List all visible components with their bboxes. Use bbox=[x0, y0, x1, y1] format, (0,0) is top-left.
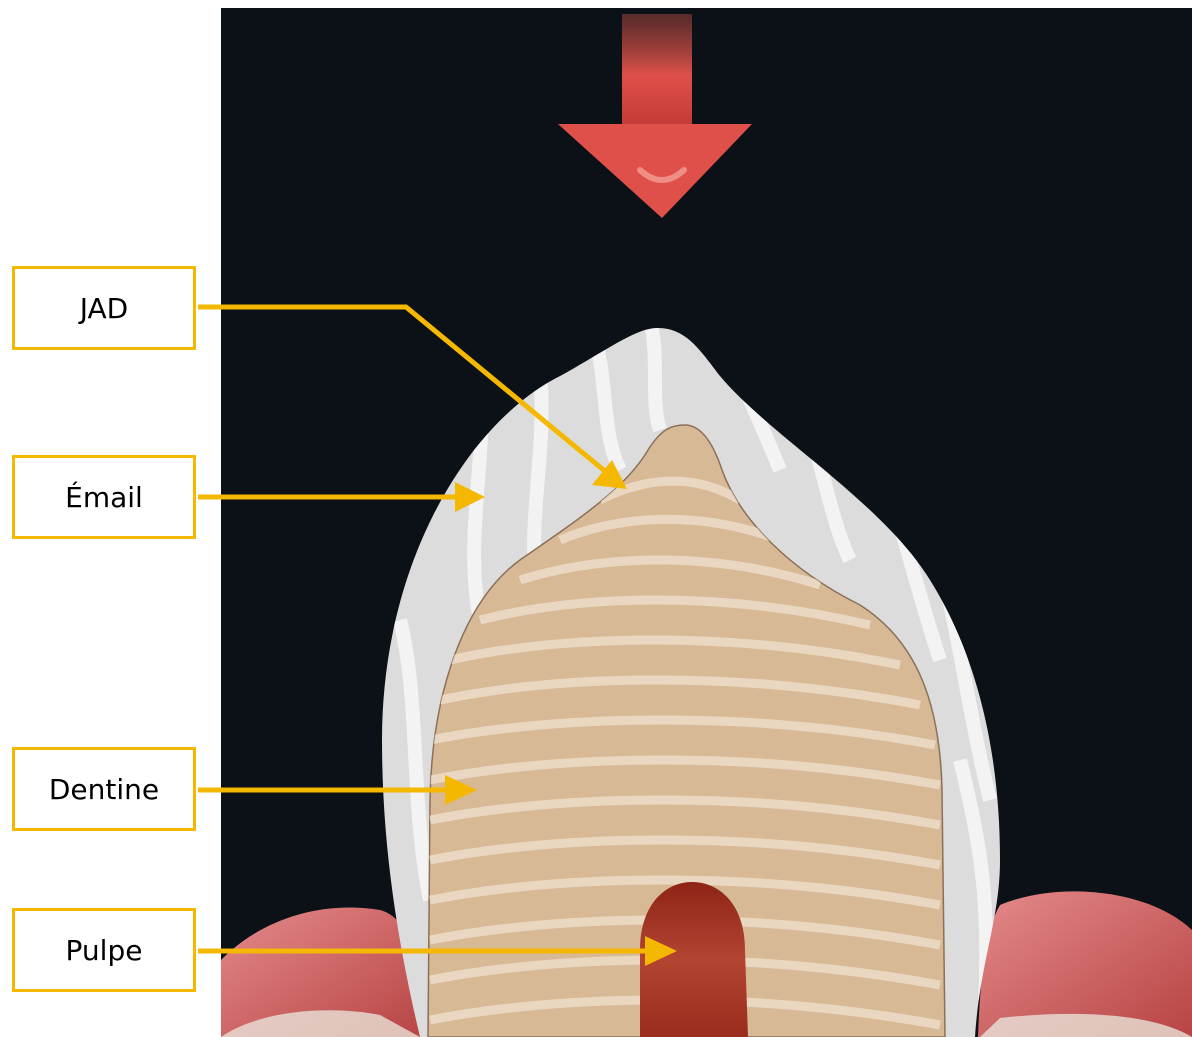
label-dentine: Dentine bbox=[12, 747, 196, 831]
label-email: Émail bbox=[12, 455, 196, 539]
label-jad-text: JAD bbox=[80, 292, 128, 325]
label-jad: JAD bbox=[12, 266, 196, 350]
label-email-text: Émail bbox=[65, 481, 143, 514]
label-dentine-text: Dentine bbox=[49, 773, 159, 806]
label-pulpe: Pulpe bbox=[12, 908, 196, 992]
label-pulpe-text: Pulpe bbox=[66, 934, 143, 967]
